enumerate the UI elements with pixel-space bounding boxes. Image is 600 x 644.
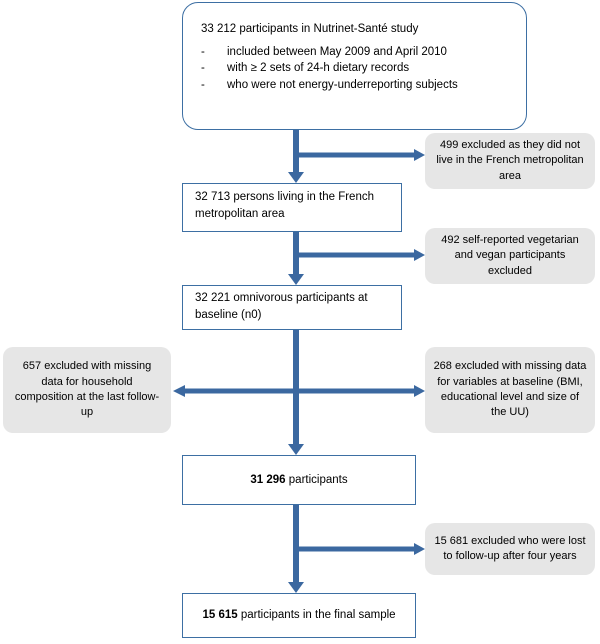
arrowhead-not-metropolitan [414,149,425,161]
metropolitan-box: 32 713 persons living in the French metr… [182,183,402,232]
arrowhead-lost-followup [414,543,425,555]
arrowhead-household [173,385,185,397]
arrowhead-omnivorous [288,274,304,285]
arrowhead-baseline-vars [414,385,425,397]
final-count: 15 615 [202,609,238,622]
exclusion-vegetarian: 492 self-reported vegetarian and vegan p… [425,228,595,284]
criterion-item: - included between May 2009 and April 20… [201,45,447,58]
inclusion-criteria-list: - included between May 2009 and April 20… [201,44,512,94]
omnivorous-box: 32 221 omnivorous participants at baseli… [182,285,402,330]
exclusion-household: 657 excluded with missing data for house… [3,347,171,433]
arrowhead-vegetarian [414,249,425,261]
exclusion-not-metropolitan: 499 excluded as they did not live in the… [425,133,595,189]
exclusion-lost-followup: 15 681 excluded who were lost to follow-… [425,523,595,575]
participants-count: 31 296 [250,473,286,486]
arrowhead-participants [288,444,304,455]
criterion-item: - who were not energy-underreporting sub… [201,79,458,92]
start-title: 33 212 participants in Nutrinet-Santé st… [201,23,419,35]
criterion-item: - with ≥ 2 sets of 24-h dietary records [201,62,410,75]
arrowhead-metropolitan [288,172,304,183]
start-box: 33 212 participants in Nutrinet-Santé st… [182,2,527,130]
final-box: 15 615 participants in the final sample [182,593,416,638]
exclusion-baseline-variables: 268 excluded with missing data for varia… [425,347,595,433]
arrowhead-final [288,582,304,593]
participants-box: 31 296 participants [182,455,416,505]
